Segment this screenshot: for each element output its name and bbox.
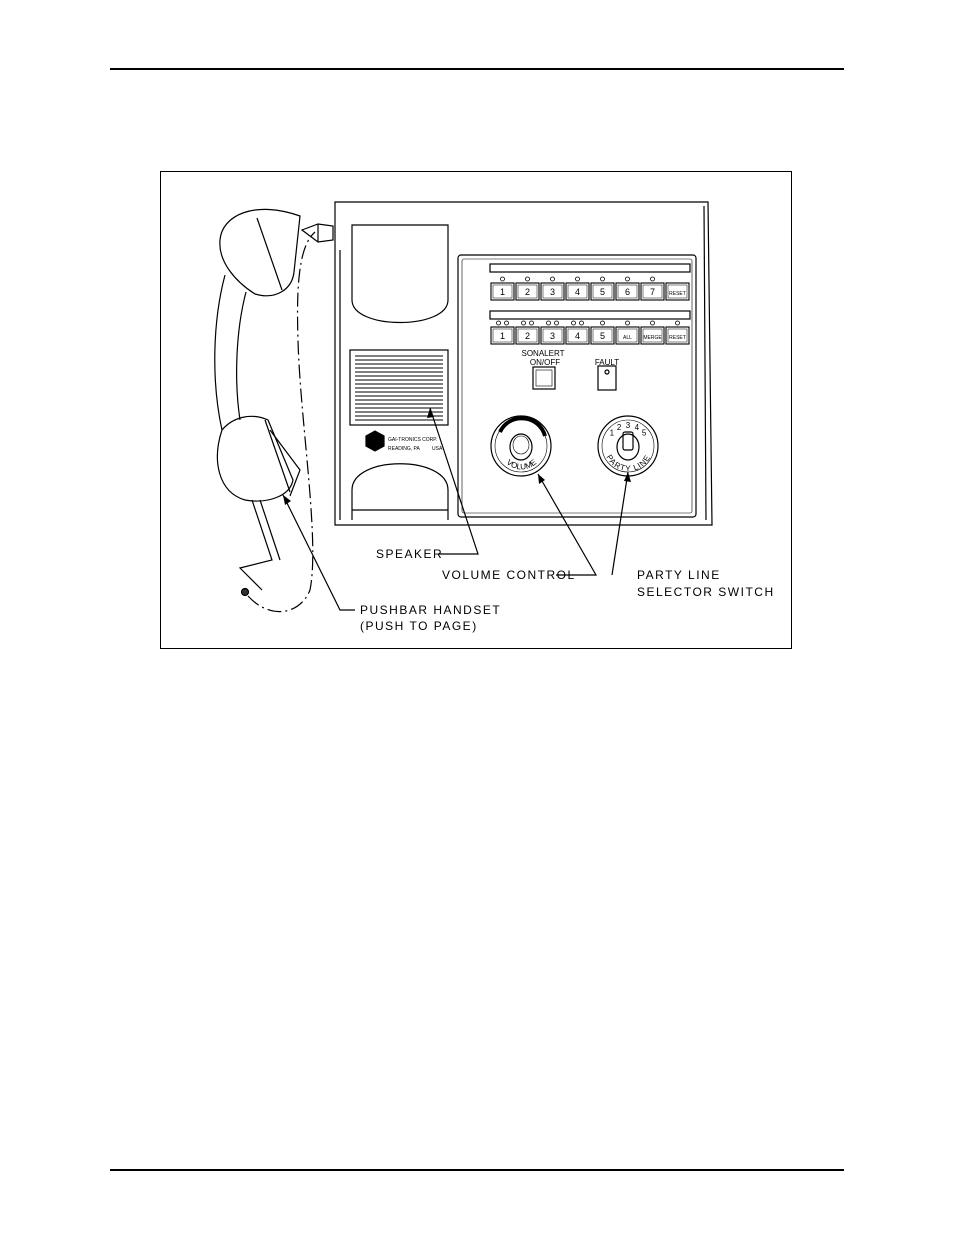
key-label: 1 <box>500 287 505 297</box>
svg-text:VOLUME: VOLUME <box>505 458 538 472</box>
party-line-key-row-b: 1 2 3 4 5 ALL MERGE RESET <box>490 320 690 345</box>
speaker-grille <box>349 349 449 426</box>
nameplate-line3: USA <box>432 446 443 452</box>
volume-dial-label: VOLUME <box>505 458 538 472</box>
callout-party-line: PARTY LINE <box>637 568 721 582</box>
key-label: ALL <box>623 335 632 341</box>
key-led <box>650 276 655 282</box>
gai-tronics-logo <box>365 430 385 452</box>
party-line-position: 3 <box>626 421 631 430</box>
key-label: MERGE <box>643 335 662 341</box>
key-led <box>554 320 559 326</box>
sonalert-switch[interactable] <box>532 366 556 390</box>
fault-label: FAULT <box>595 358 619 367</box>
key-label: 2 <box>525 331 530 341</box>
party-line-key[interactable]: 5 <box>590 320 615 345</box>
speaker-leader <box>429 407 479 555</box>
key-label: RESET <box>669 335 686 341</box>
key-label: 6 <box>625 287 630 297</box>
key-led <box>529 320 534 326</box>
control-faceplate <box>457 254 697 518</box>
key-led <box>504 320 509 326</box>
party-line-position: 5 <box>642 429 647 438</box>
party-line-key[interactable]: 5 <box>590 276 615 301</box>
key-led <box>600 320 605 326</box>
header-rule <box>110 68 844 70</box>
party-line-key[interactable]: 3 <box>540 276 565 301</box>
callout-volume-control: VOLUME CONTROL <box>442 568 576 582</box>
callout-pushbar-handset: PUSHBAR HANDSET <box>360 603 501 617</box>
party-line-key[interactable]: 3 <box>540 320 565 345</box>
party-line-key[interactable]: 7 <box>640 276 665 301</box>
key-label: 1 <box>500 331 505 341</box>
key-led <box>550 276 555 282</box>
party-line-key[interactable]: 6 <box>615 276 640 301</box>
callout-selector-switch: SELECTOR SWITCH <box>637 585 775 599</box>
key-led <box>579 320 584 326</box>
station-housing <box>334 201 713 526</box>
sonalert-onoff-label: ON/OFF <box>530 358 560 367</box>
key-label: 4 <box>575 287 580 297</box>
key-label: 5 <box>600 287 605 297</box>
key-label: 3 <box>550 287 555 297</box>
pushbar-handset[interactable] <box>214 208 301 597</box>
key-led <box>546 320 551 326</box>
key-label: 2 <box>525 287 530 297</box>
party-line-position: 1 <box>610 429 615 438</box>
callout-push-to-page: (PUSH TO PAGE) <box>360 619 478 633</box>
party-line-key[interactable]: 4 <box>565 320 590 345</box>
key-led <box>600 276 605 282</box>
party-line-position: 4 <box>635 423 640 432</box>
key-led <box>650 320 655 326</box>
callout-speaker: SPEAKER <box>376 547 443 561</box>
key-led <box>525 276 530 282</box>
key-led <box>500 276 505 282</box>
cord-strain-relief <box>300 223 334 243</box>
volume-leader <box>537 473 598 576</box>
key-led <box>675 320 680 326</box>
nameplate-line1: GAI-TRONICS CORP. <box>388 437 437 443</box>
nameplate-line2: READING, PA <box>388 446 421 452</box>
key-led <box>625 276 630 282</box>
party-line-key[interactable]: RESET <box>665 282 690 301</box>
party-line-key[interactable]: 1 <box>490 276 515 301</box>
key-label: RESET <box>669 291 686 297</box>
key-led <box>625 320 630 326</box>
volume-knob[interactable] <box>490 415 552 477</box>
party-line-key[interactable]: 2 <box>515 276 540 301</box>
party-line-key-row-a: 1 2 3 4 5 6 7 RESET <box>490 276 690 301</box>
sonalert-label: SONALERT <box>522 349 565 358</box>
key-label: 3 <box>550 331 555 341</box>
party-line-leader <box>611 471 629 576</box>
figure-frame <box>160 171 792 649</box>
key-label: 5 <box>600 331 605 341</box>
fault-indicator <box>597 365 617 391</box>
party-line-position: 2 <box>617 423 622 432</box>
key-led <box>575 276 580 282</box>
party-line-key[interactable]: 1 <box>490 320 515 345</box>
party-line-key[interactable]: 2 <box>515 320 540 345</box>
handset-cord <box>247 231 316 613</box>
key-led <box>571 320 576 326</box>
party-line-key[interactable]: ALL <box>615 320 640 345</box>
key-led <box>521 320 526 326</box>
footer-rule <box>110 1169 844 1171</box>
party-line-key[interactable]: MERGE <box>640 320 665 345</box>
party-line-key[interactable]: RESET <box>665 320 690 345</box>
pushbar-leader <box>282 494 355 611</box>
key-label: 4 <box>575 331 580 341</box>
party-line-key[interactable]: 4 <box>565 276 590 301</box>
key-led <box>496 320 501 326</box>
key-label: 7 <box>650 287 655 297</box>
